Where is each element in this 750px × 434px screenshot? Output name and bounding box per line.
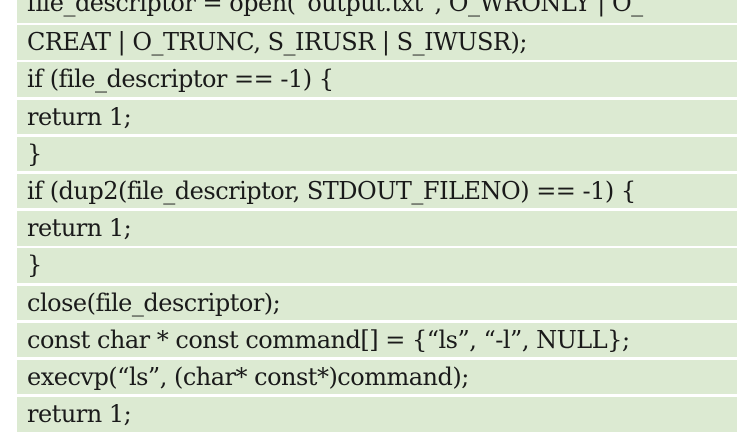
code-line: execvp(“ls”, (char* const*)command); — [17, 359, 737, 395]
code-line: if (file_descriptor == -1) { — [17, 62, 737, 97]
code-line: const char * const command[] = {“ls”, “-… — [17, 322, 737, 358]
code-listing: file_descriptor = open(“output.txt”, O_W… — [17, 0, 737, 434]
code-line: file_descriptor = open(“output.txt”, O_W… — [17, 0, 737, 23]
code-line: if (dup2(file_descriptor, STDOUT_FILENO)… — [17, 173, 737, 209]
code-line: close(file_descriptor); — [17, 285, 737, 320]
code-line: } — [17, 136, 737, 172]
code-line: return 1; — [17, 397, 737, 432]
code-line: return 1; — [17, 99, 737, 135]
code-line: return 1; — [17, 211, 737, 246]
code-line: } — [17, 248, 737, 283]
code-line: CREAT | O_TRUNC, S_IRUSR | S_IWUSR); — [17, 25, 737, 60]
